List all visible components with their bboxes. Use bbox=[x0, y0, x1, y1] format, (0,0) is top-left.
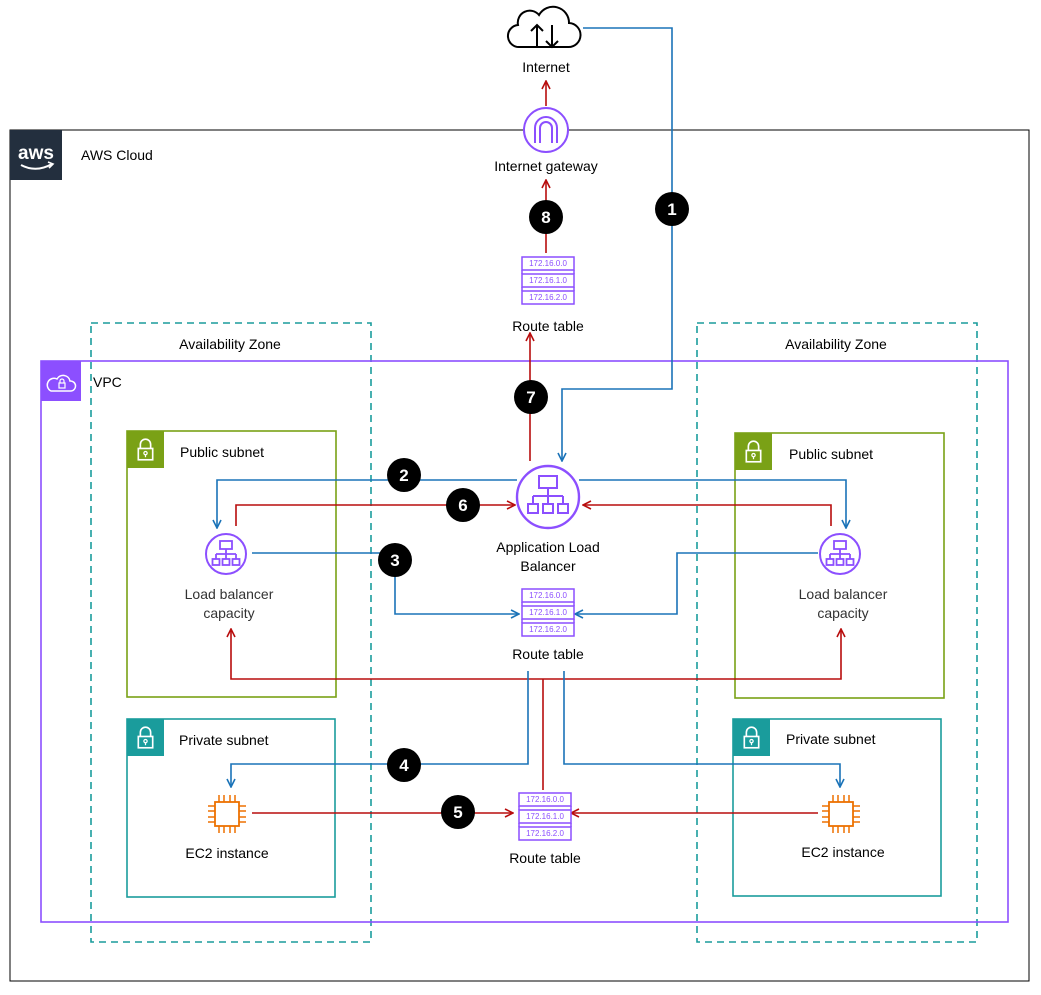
arrow-internet-to-alb bbox=[562, 27, 673, 460]
load-balancer-icon bbox=[205, 533, 247, 575]
arrow-routetable-to-ec2-left bbox=[231, 671, 529, 786]
arrow-return-to-lbcap-left bbox=[231, 630, 543, 680]
internet-gateway-icon bbox=[523, 107, 569, 153]
ec2-chip-icon bbox=[207, 794, 247, 834]
lb-capacity-left: Load balancer capacity bbox=[185, 533, 274, 621]
private-subnet-left-label: Private subnet bbox=[179, 732, 269, 748]
internet-node: Internet bbox=[506, 5, 582, 75]
internet-gateway-label: Internet gateway bbox=[494, 158, 598, 174]
arrow-lbcap-left-to-alb bbox=[235, 505, 514, 526]
step-number: 5 bbox=[453, 803, 462, 822]
route-entry: 172.16.2.0 bbox=[526, 829, 564, 838]
availability-zone-left: Availability Zone bbox=[90, 322, 372, 943]
route-table-middle: 172.16.0.0 172.16.1.0 172.16.2.0 Route t… bbox=[512, 588, 584, 662]
alb-label-line1: Application Load bbox=[496, 539, 600, 555]
step-badge-4: 4 bbox=[387, 748, 421, 782]
internet-label: Internet bbox=[522, 59, 570, 75]
arrow-lbcap-right-to-routetable bbox=[576, 552, 818, 614]
public-subnet-left-label: Public subnet bbox=[180, 444, 264, 460]
arrow-lbcap-left-to-routetable bbox=[252, 552, 518, 614]
lb-capacity-right-line2: capacity bbox=[817, 605, 868, 621]
route-entry: 172.16.2.0 bbox=[529, 293, 567, 302]
ec2-instance-left: EC2 instance bbox=[185, 794, 269, 861]
public-subnet-right-label: Public subnet bbox=[789, 446, 873, 462]
route-entry: 172.16.2.0 bbox=[529, 625, 567, 634]
internet-gateway-node: Internet gateway bbox=[494, 107, 598, 174]
ec2-right-label: EC2 instance bbox=[801, 844, 884, 860]
ec2-instance-right: EC2 instance bbox=[801, 794, 885, 860]
step-badge-3: 3 bbox=[378, 543, 412, 577]
step-number: 1 bbox=[667, 200, 676, 219]
step-badge-6: 6 bbox=[446, 488, 480, 522]
step-badge-5: 5 bbox=[441, 795, 475, 829]
application-load-balancer-node: Application Load Balancer bbox=[496, 464, 600, 574]
public-subnet-right: Public subnet bbox=[734, 432, 945, 699]
arrow-alb-to-lbcap-right bbox=[579, 479, 846, 527]
step-number: 3 bbox=[390, 551, 399, 570]
vpc-group: VPC bbox=[40, 360, 1009, 923]
cloud-upload-download-icon bbox=[506, 5, 582, 49]
private-subnet-right: Private subnet bbox=[732, 718, 942, 897]
step-badge-1: 1 bbox=[655, 192, 689, 226]
lb-capacity-right: Load balancer capacity bbox=[799, 533, 888, 621]
route-table-top-label: Route table bbox=[512, 318, 584, 334]
route-table-bottom-label: Route table bbox=[509, 850, 581, 866]
ec2-chip-icon bbox=[821, 794, 861, 834]
route-entry: 172.16.1.0 bbox=[526, 812, 564, 821]
step-number: 2 bbox=[399, 466, 408, 485]
route-entry: 172.16.0.0 bbox=[526, 795, 564, 804]
step-number: 6 bbox=[458, 496, 467, 515]
step-number: 4 bbox=[399, 756, 409, 775]
route-table-middle-label: Route table bbox=[512, 646, 584, 662]
alb-label-line2: Balancer bbox=[520, 558, 576, 574]
step-badges: 1 2 3 4 5 6 7 8 bbox=[378, 192, 689, 829]
aws-logo: aws bbox=[10, 130, 62, 180]
arrow-routetable-to-ec2-right bbox=[563, 671, 840, 786]
step-badge-8: 8 bbox=[529, 200, 563, 234]
availability-zone-right: Availability Zone bbox=[696, 322, 978, 943]
arrow-lbcap-right-to-alb bbox=[584, 505, 832, 526]
public-subnet-left: Public subnet bbox=[126, 430, 337, 698]
route-entry: 172.16.0.0 bbox=[529, 259, 567, 268]
step-number: 7 bbox=[526, 388, 535, 407]
load-balancer-icon bbox=[819, 533, 861, 575]
arrow-return-to-lbcap-right bbox=[543, 630, 841, 680]
lb-capacity-left-line1: Load balancer bbox=[185, 586, 274, 602]
aws-cloud-label: AWS Cloud bbox=[81, 147, 153, 163]
step-number: 8 bbox=[541, 208, 550, 227]
vpc-label: VPC bbox=[93, 374, 122, 390]
connectors bbox=[217, 27, 846, 813]
route-entry: 172.16.1.0 bbox=[529, 276, 567, 285]
application-load-balancer-icon bbox=[515, 464, 581, 530]
route-entry: 172.16.1.0 bbox=[529, 608, 567, 617]
vpc-cloud-lock-icon bbox=[41, 361, 81, 401]
route-table-top: 172.16.0.0 172.16.1.0 172.16.2.0 Route t… bbox=[512, 256, 584, 334]
aws-cloud-group: aws AWS Cloud bbox=[9, 129, 1030, 982]
lb-capacity-right-line1: Load balancer bbox=[799, 586, 888, 602]
route-entry: 172.16.0.0 bbox=[529, 591, 567, 600]
route-table-bottom: 172.16.0.0 172.16.1.0 172.16.2.0 Route t… bbox=[509, 792, 581, 866]
az-right-label: Availability Zone bbox=[785, 336, 887, 352]
lb-capacity-left-line2: capacity bbox=[203, 605, 254, 621]
step-badge-2: 2 bbox=[387, 458, 421, 492]
private-subnet-right-label: Private subnet bbox=[786, 731, 876, 747]
aws-logo-text: aws bbox=[18, 143, 54, 164]
az-left-label: Availability Zone bbox=[179, 336, 281, 352]
private-subnet-left: Private subnet bbox=[126, 718, 336, 898]
step-badge-7: 7 bbox=[514, 380, 548, 414]
ec2-left-label: EC2 instance bbox=[185, 845, 268, 861]
